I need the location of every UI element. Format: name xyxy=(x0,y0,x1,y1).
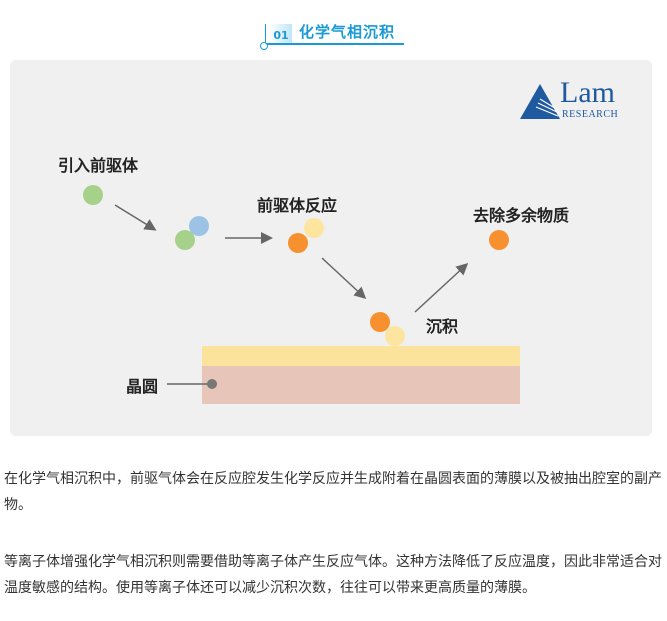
film-layer xyxy=(202,346,520,366)
header-underline xyxy=(262,43,404,45)
wafer-substrate xyxy=(202,366,520,404)
precursor-molecule-blue xyxy=(189,216,209,236)
lam-triangle-icon xyxy=(520,84,560,119)
paragraph-cvd: 在化学气相沉积中，前驱气体会在反应腔发生化学反应并生成附着在晶圆表面的薄膜以及被… xyxy=(4,471,662,513)
wafer-pointer-dot xyxy=(207,379,217,389)
step-deposition: 沉积 xyxy=(426,317,459,336)
wafer-label: 晶圆 xyxy=(126,377,159,396)
header-decor-line xyxy=(265,24,266,46)
step-introduce-precursor: 引入前驱体 xyxy=(58,156,139,175)
precursor-molecule-green xyxy=(83,185,103,205)
paragraph-pecvd: 等离子体增强化学气相沉积则需要借助等离子体产生反应气体。这种方法降低了反应温度，… xyxy=(4,554,662,596)
step-precursor-reaction: 前驱体反应 xyxy=(257,196,338,215)
deposit-molecule-orange xyxy=(370,312,390,332)
arrow-3 xyxy=(321,257,367,300)
deposit-molecule-yellow xyxy=(385,326,405,346)
header-ring-icon xyxy=(260,42,268,50)
arrow-1 xyxy=(114,204,157,231)
byproduct-molecule-orange xyxy=(489,230,509,250)
lam-logo: Lam RESEARCH xyxy=(518,76,628,122)
precursor-molecule-green-2 xyxy=(175,230,195,250)
logo-subtext: RESEARCH xyxy=(562,109,619,120)
reaction-molecule-orange xyxy=(288,233,308,253)
logo-text: Lam xyxy=(560,76,615,109)
section-number: 01 xyxy=(270,24,292,43)
section-title: 化学气相沉积 xyxy=(299,23,396,41)
step-remove-excess: 去除多余物质 xyxy=(473,206,570,225)
arrow-4 xyxy=(414,262,469,313)
reaction-molecule-yellow xyxy=(304,218,324,238)
